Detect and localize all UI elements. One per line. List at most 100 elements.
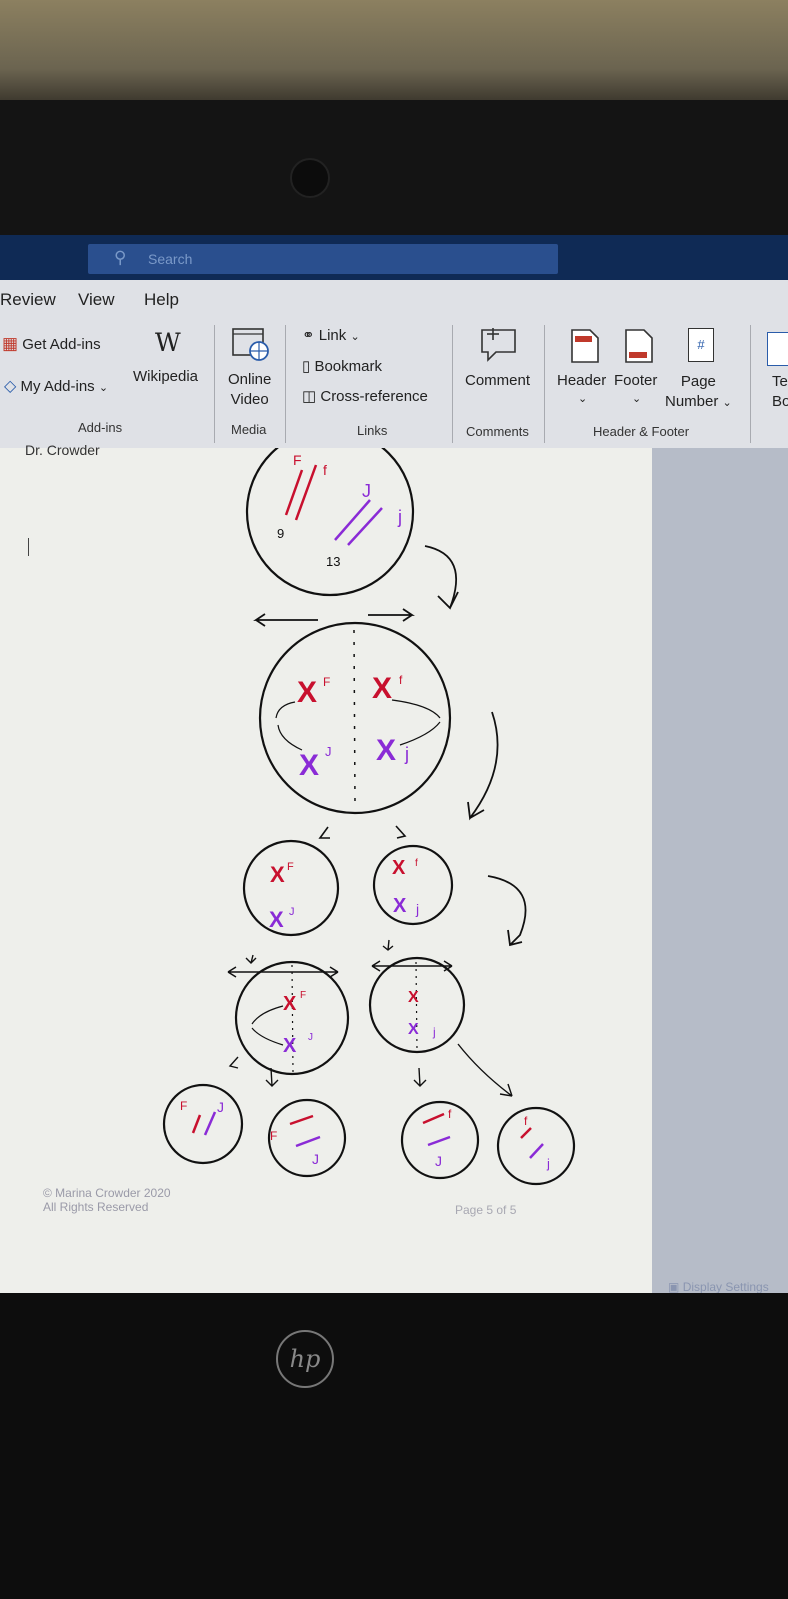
arrow-small [318,826,330,839]
search-input[interactable]: ⚲ Search [88,244,558,274]
search-icon: ⚲ [114,248,127,267]
arrow-curved [467,711,499,821]
group-label-addins: Add-ins [78,420,123,435]
online-video-button[interactable]: Online Video [228,370,271,410]
label-f-upper: F [287,861,294,873]
arrow-small [413,1067,427,1087]
text-box-button[interactable]: Te Box [772,372,788,412]
header-author: Dr. Crowder [25,442,100,458]
cross-reference-button[interactable]: ◫ Cross-reference [302,387,428,405]
arrow-right [368,608,415,622]
label-chromosome-13: 13 [326,554,340,569]
copyright-line-1: © Marina Crowder 2020 [43,1186,171,1200]
footer-icon [624,328,654,369]
arrow-left [253,613,318,627]
chromosome-purple [529,1143,544,1159]
label-f-lower: f [399,673,403,687]
ribbon-divider [285,325,286,443]
tab-help[interactable]: Help [144,290,179,309]
link-label: Link [318,327,347,344]
hp-logo-icon: hp [276,1330,334,1388]
tab-view[interactable]: View [78,290,115,309]
page-number-button[interactable]: Page Number ⌄ [665,372,732,413]
label-f-upper: F [323,675,330,689]
bookmark-label: Bookmark [314,358,382,375]
webcam [290,158,330,198]
wikipedia-button[interactable]: Wikipedia [133,368,199,385]
label-j-upper: J [435,1153,442,1169]
label-f-lower: f [323,462,327,478]
label-f-upper: F [300,990,306,1001]
chromosome-x-red: X [392,857,406,879]
my-addins-label: My Add-ins [20,378,95,395]
arrow-small [382,939,394,951]
chromosome-purple [203,1111,217,1136]
arrow-small [457,1043,513,1097]
chevron-down-icon: ⌄ [350,331,360,343]
background-desk [0,0,788,115]
label-f-upper: F [270,1129,277,1143]
chromosome-x-purple: X [376,734,396,767]
get-addins-button[interactable]: ▦ Get Add-ins [2,334,101,354]
online-video-label-1: Online [228,371,272,388]
group-label-media: Media [231,422,267,437]
ribbon [0,280,788,450]
chromosome-red [422,1112,445,1125]
header-button[interactable]: Header [557,372,607,389]
chevron-down-icon: ⌄ [722,397,732,409]
label-j-upper: J [289,906,295,918]
page-number-label-2: Number [665,393,719,410]
chromosome-x-purple: X [283,1035,297,1057]
label-j-lower: j [415,901,419,917]
chromosome-purple [295,1135,321,1148]
arrow-small [395,825,407,839]
header-icon [570,328,600,369]
footer-page-number: Page 5 of 5 [455,1203,517,1217]
tab-review[interactable]: Review [0,290,56,309]
link-button[interactable]: ⚭ Link ⌄ [302,326,360,344]
footer-copyright: © Marina Crowder 2020 All Rights Reserve… [43,1186,171,1214]
online-video-label-2: Video [230,391,269,408]
search-placeholder: Search [148,251,193,267]
chromosome-x-purple: X [393,895,407,917]
display-settings-button[interactable]: ▣ Display Settings [668,1280,769,1294]
ribbon-divider [750,325,751,443]
label-f-lower: f [524,1114,528,1128]
label-f-lower: f [448,1107,452,1121]
bookmark-button[interactable]: ▯ Bookmark [302,357,382,375]
chromosome-x-red: X [372,672,392,705]
gamete-1 [162,1083,244,1165]
arrow-small [228,1056,239,1069]
arrow-curved [424,545,459,610]
label-j-upper: J [217,1099,224,1115]
label-j-upper: J [312,1151,319,1167]
bookmark-icon: ▯ [302,358,311,375]
comment-button[interactable]: Comment [465,372,531,389]
chromosome-purple [427,1135,451,1147]
link-icon: ⚭ [302,327,315,344]
cell-daughter-left [242,839,340,937]
label-j-lower: j [404,744,409,764]
chevron-down-icon: ⌄ [632,393,642,405]
group-label-links: Links [357,423,388,438]
label-f-upper: F [293,452,302,468]
chromosome-x-purple: X [299,749,319,782]
chromosome-x-red: X [283,993,297,1015]
cell-metaphase-2-right [368,956,466,1054]
copyright-line-2: All Rights Reserved [43,1200,149,1214]
my-addins-button[interactable]: ◇ My Add-ins ⌄ [4,376,108,396]
label-f-upper: F [180,1099,187,1113]
gamete-3 [400,1100,480,1180]
chevron-down-icon: ⌄ [98,382,109,394]
footer-button[interactable]: Footer [614,372,658,389]
cross-reference-icon: ◫ [302,388,317,405]
chromosome-x-purple: X [269,907,284,932]
arrow-small [265,1067,279,1087]
label-j-lower: j [432,1025,436,1039]
document-page[interactable] [0,448,652,1293]
text-box-label-1: Te [772,373,788,390]
cell-parent [245,448,415,597]
spindle-left [251,1005,284,1046]
label-j-lower: j [397,507,402,527]
arrow-small [245,954,257,964]
